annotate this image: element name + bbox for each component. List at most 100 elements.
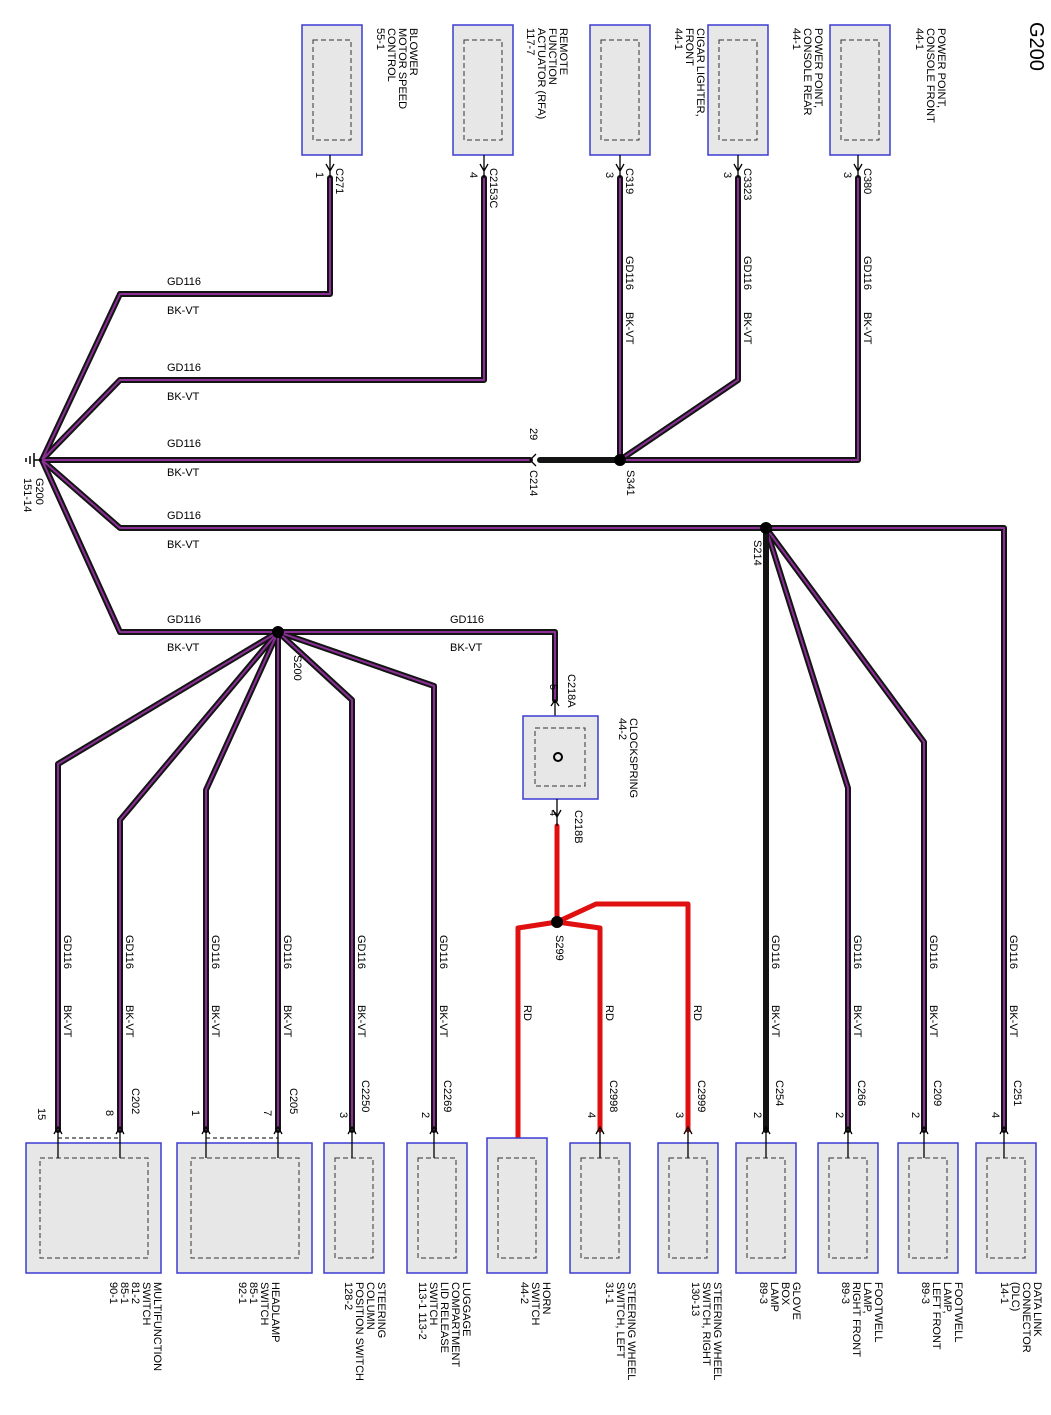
component-label: POSITION SWITCH <box>353 1282 365 1381</box>
component-label: 85-1 <box>247 1282 259 1304</box>
wire-color-label: BK-VT <box>167 391 200 403</box>
wire-circuit-label: GD116 <box>281 935 293 969</box>
component-label: BOX <box>779 1282 791 1306</box>
component-label: STEERING <box>375 1282 387 1338</box>
wire-circuit-label: GD116 <box>927 935 939 969</box>
wire-bkvt-core <box>277 631 556 701</box>
component-label: RIGHT FRONT <box>850 1282 862 1357</box>
wire-color-label: BK-VT <box>61 1005 73 1038</box>
component-label: SWITCH <box>529 1282 541 1325</box>
ground-ref: 151-14 <box>21 478 33 512</box>
wire-color-label: RD <box>691 1005 703 1021</box>
wire-circuit-label: GD116 <box>167 438 201 450</box>
clockspring <box>522 698 599 826</box>
wire-circuit-label: GD116 <box>861 256 873 290</box>
wire-color-label: BK-VT <box>209 1005 221 1038</box>
component-label: 89-3 <box>919 1282 931 1304</box>
component-label: 117-7 <box>524 28 536 55</box>
component-label: SWITCH <box>140 1282 152 1325</box>
splice-s341 <box>614 454 626 466</box>
page-title: G200 <box>1025 22 1047 71</box>
wire-circuit-label: GD116 <box>167 362 201 374</box>
pin-label: 7 <box>261 1110 273 1116</box>
wire-color-label: BK-VT <box>927 1005 939 1038</box>
wires <box>39 175 1007 1141</box>
wire-bkvt-core <box>765 527 1005 1131</box>
component-label: 44-2 <box>518 1282 530 1304</box>
component-label: COLUMN <box>364 1282 376 1330</box>
footwell-rf-box <box>817 1142 879 1274</box>
splice-label: S299 <box>553 935 565 961</box>
wire-bkvt-core <box>765 527 849 1131</box>
wire-color-label: BK-VT <box>167 539 200 551</box>
component-label: 92-1 <box>236 1282 248 1304</box>
rfa-box <box>452 24 514 156</box>
connector-label: C202 <box>129 1088 141 1114</box>
connector-label: C218B <box>572 810 584 844</box>
connector-label: C209 <box>931 1080 943 1106</box>
pin-label: 29 <box>527 428 539 440</box>
component-label: 90-1 <box>107 1282 119 1304</box>
connector-label: C2999 <box>695 1080 707 1112</box>
component-label: REMOTE <box>557 28 569 75</box>
wire-color-label: BK-VT <box>281 1005 293 1038</box>
splice-label: S341 <box>624 470 636 496</box>
wire-color-label: BK-VT <box>861 312 873 345</box>
wire-color-label: BK-VT <box>450 642 483 654</box>
blower-motor-box <box>301 24 363 156</box>
pin-label: 4 <box>585 1112 597 1118</box>
component-label: 130-13 <box>689 1282 701 1316</box>
component-label: COMPARTMENT <box>449 1282 461 1367</box>
wire-color-label: BK-VT <box>355 1005 367 1038</box>
component-label: 14-1 <box>998 1282 1010 1304</box>
wire-circuit-label: GD116 <box>741 256 753 290</box>
component-label: FUNCTION <box>546 28 558 85</box>
wire-circuit-label: GD116 <box>209 935 221 969</box>
splice-s200 <box>272 626 284 638</box>
connector-label: C214 <box>527 470 539 496</box>
splice-points <box>272 454 772 928</box>
wire-bkvt-outer <box>617 175 741 463</box>
wire-bkvt-core <box>765 527 925 1131</box>
luggage-box <box>406 1142 468 1274</box>
inline-connector-c214 <box>529 453 537 467</box>
wire-circuit-label: GD116 <box>167 276 201 288</box>
pin-label: 15 <box>35 1108 47 1120</box>
component-label: SWITCH <box>258 1282 270 1325</box>
wire-circuit-label: GD116 <box>123 935 135 969</box>
connector-label: C218A <box>565 674 577 708</box>
wire-color-label: RD <box>603 1005 615 1021</box>
component-label: 81-2 <box>129 1282 141 1304</box>
pin-label: 2 <box>419 1112 431 1118</box>
top-components <box>301 24 891 156</box>
connector-label: C205 <box>287 1088 299 1114</box>
component-label: HORN <box>540 1282 552 1314</box>
connector-label: C266 <box>855 1080 867 1106</box>
wire-bkvt-core <box>205 631 279 1131</box>
connector-label: C251 <box>1011 1080 1023 1106</box>
sw-left-box <box>569 1142 631 1274</box>
sw-right-box <box>657 1142 719 1274</box>
bottom-components <box>25 1137 1037 1274</box>
component-label: LEFT FRONT <box>930 1282 942 1350</box>
component-label: DATA LINK <box>1031 1282 1043 1337</box>
bottom-connectors <box>53 1125 1009 1158</box>
splice-label: S200 <box>291 655 303 681</box>
wire-color-label: BK-VT <box>623 312 635 345</box>
wire-color-label: BK-VT <box>167 642 200 654</box>
wire-bkvt-core <box>619 177 739 461</box>
wire-bkvt-core <box>277 631 353 1131</box>
power-point-rear-box <box>707 24 769 156</box>
wire-color-label: BK-VT <box>1007 1005 1019 1038</box>
wire-circuit-label: GD116 <box>167 614 201 626</box>
steering-column-box <box>323 1142 385 1274</box>
splice-s214 <box>760 522 772 534</box>
wire-color-label: BK-VT <box>851 1005 863 1038</box>
wire-color-label: RD <box>521 1005 533 1021</box>
component-label: SWITCH, LEFT <box>614 1282 626 1359</box>
component-label: 44-1 <box>913 28 925 50</box>
wire-bkvt-core <box>277 631 435 1131</box>
pin-label: 3 <box>603 172 615 178</box>
component-label: STEERING WHEEL <box>625 1282 637 1380</box>
